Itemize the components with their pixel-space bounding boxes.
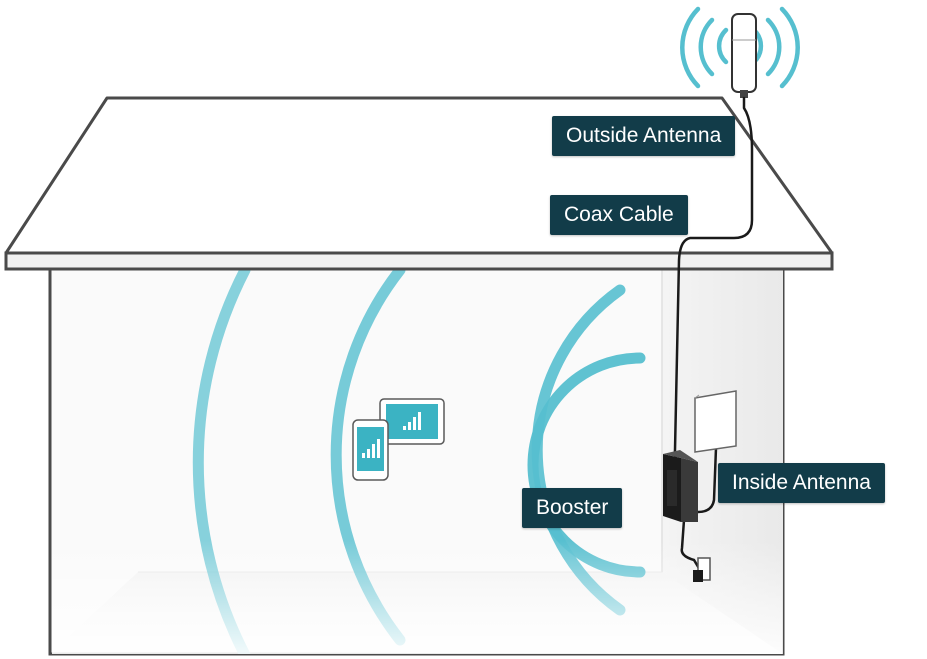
phone-icon [352, 419, 389, 481]
outside-antenna-label: Outside Antenna [552, 116, 736, 156]
inside-antenna-label: Inside Antenna [718, 463, 885, 503]
coax-cable-label: Coax Cable [550, 195, 688, 235]
antenna-icon [731, 13, 757, 98]
inside-antenna-icon [694, 390, 737, 453]
inside-antenna-cable [696, 446, 718, 514]
tablet-icon [379, 398, 445, 445]
booster-icon [663, 450, 698, 522]
power-cable [680, 518, 702, 572]
booster-label: Booster [522, 488, 623, 528]
power-plug-icon [693, 557, 711, 582]
